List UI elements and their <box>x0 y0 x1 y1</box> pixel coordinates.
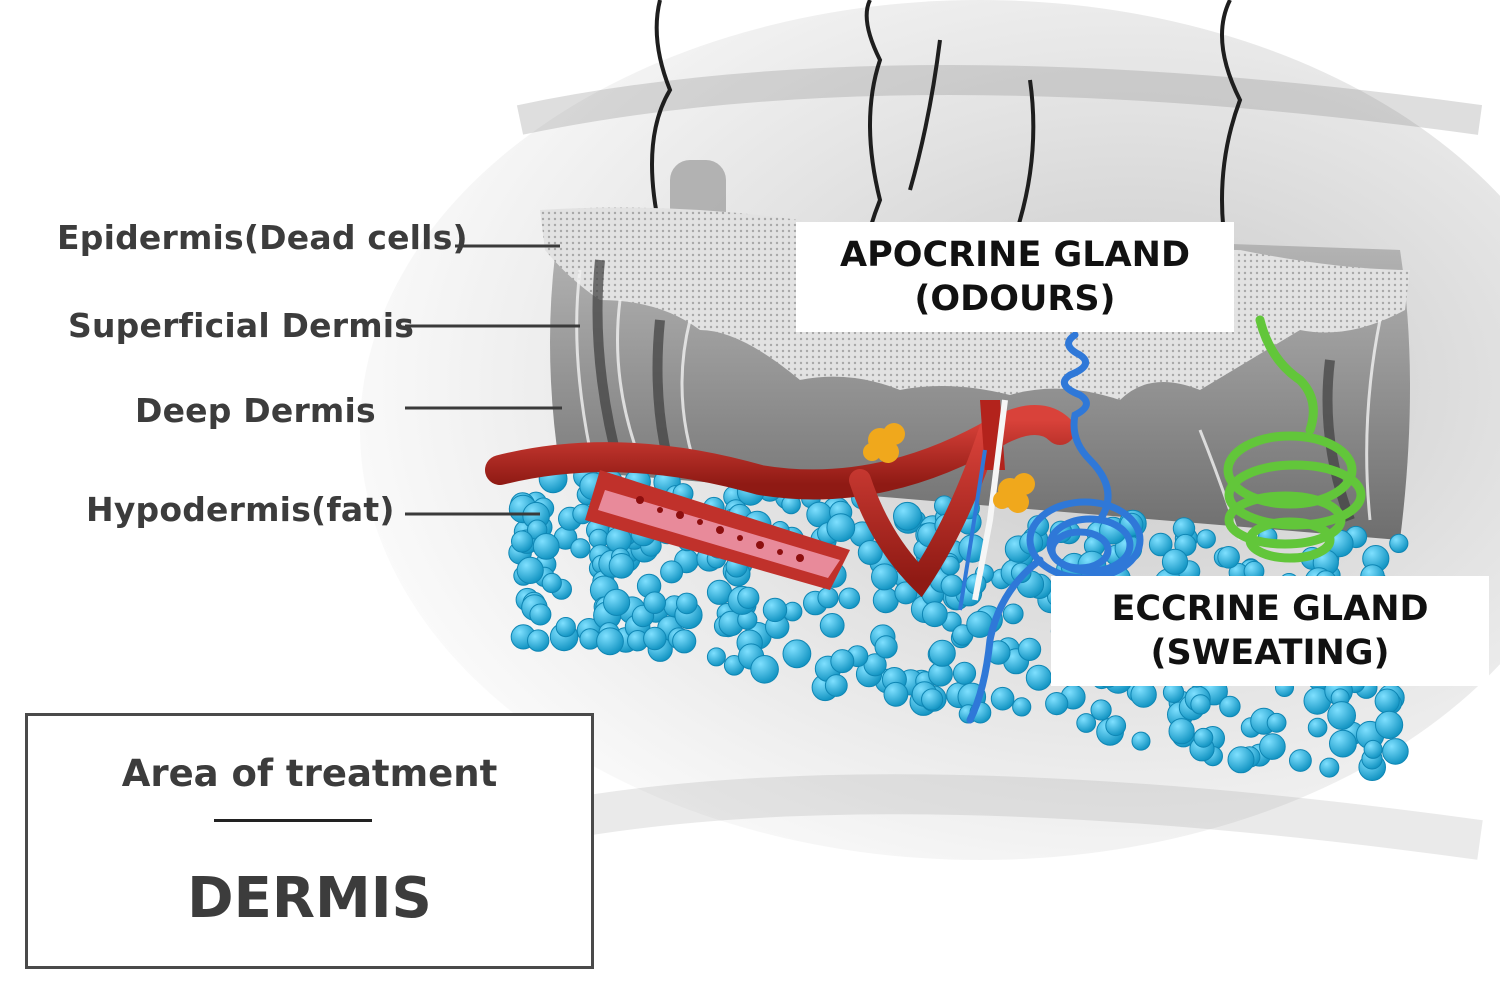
label-superficial-dermis: Superficial Dermis <box>68 306 415 345</box>
label-epidermis: Epidermis(Dead cells) <box>57 218 468 257</box>
label-deep-dermis: Deep Dermis <box>135 391 376 430</box>
apocrine-title: APOCRINE GLAND <box>840 235 1190 275</box>
leader-lines <box>405 244 580 516</box>
apocrine-subtitle: (ODOURS) <box>914 279 1116 319</box>
treatment-value: DERMIS <box>187 866 432 931</box>
treatment-divider <box>214 819 372 822</box>
label-hypodermis: Hypodermis(fat) <box>86 490 395 529</box>
treatment-area-box: Area of treatment DERMIS <box>25 713 594 969</box>
eccrine-gland-icon <box>1223 315 1366 563</box>
sebaceous-gland-icon <box>863 423 1035 513</box>
treatment-heading: Area of treatment <box>121 752 498 795</box>
eccrine-gland-callout: ECCRINE GLAND (SWEATING) <box>1051 576 1489 686</box>
blood-vessel-icon <box>485 400 1075 598</box>
eccrine-subtitle: (SWEATING) <box>1150 633 1390 673</box>
eccrine-title: ECCRINE GLAND <box>1111 589 1429 629</box>
apocrine-gland-callout: APOCRINE GLAND (ODOURS) <box>796 222 1234 332</box>
